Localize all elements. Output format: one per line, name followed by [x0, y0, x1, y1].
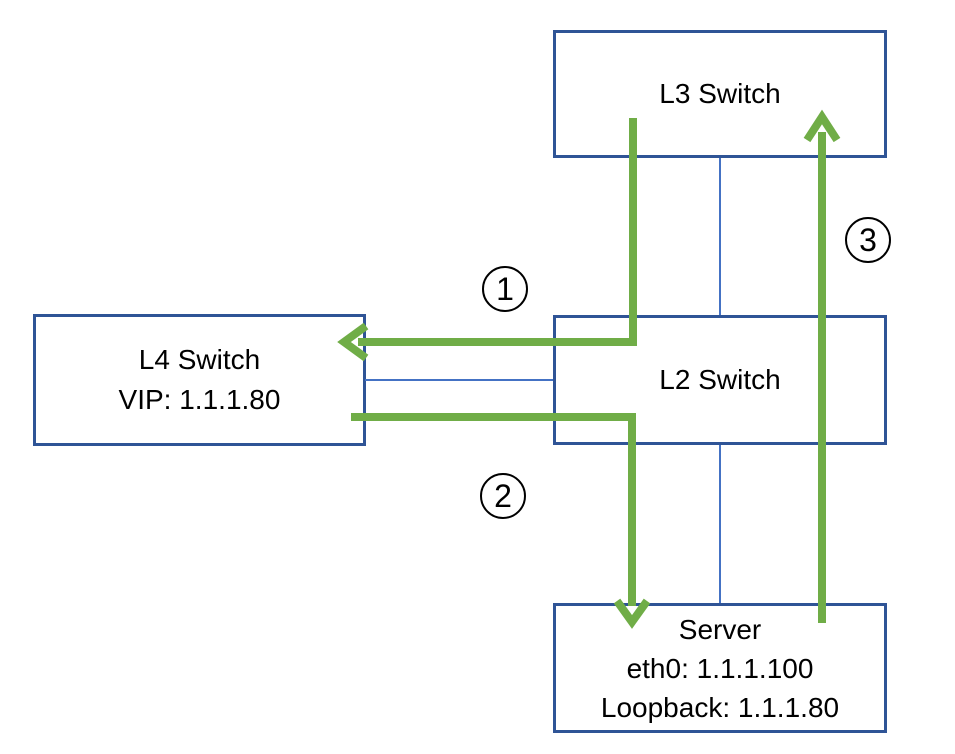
- node-server: Server eth0: 1.1.1.100 Loopback: 1.1.1.8…: [553, 603, 887, 733]
- node-l4-switch: L4 Switch VIP: 1.1.1.80: [33, 314, 366, 446]
- node-label: L4 Switch: [138, 344, 261, 375]
- node-label: Server: [678, 613, 762, 645]
- step-badge-1: 1: [482, 266, 528, 312]
- link-l3-to-l2: [719, 158, 721, 315]
- node-label: L2 Switch: [659, 364, 781, 395]
- node-l2-switch: L2 Switch: [553, 315, 887, 445]
- step-badge-label: 1: [496, 270, 514, 307]
- step-badge-3: 3: [845, 217, 891, 263]
- step-badge-label: 2: [494, 477, 512, 514]
- node-l3-switch: L3 Switch: [553, 30, 887, 158]
- link-l2-to-server: [719, 445, 721, 603]
- link-l4-to-l2: [365, 379, 553, 381]
- node-sublabel: VIP: 1.1.1.80: [118, 384, 281, 415]
- node-sublabel: eth0: 1.1.1.100: [626, 652, 814, 684]
- node-sublabel: Loopback: 1.1.1.80: [600, 691, 840, 723]
- step-badge-label: 3: [859, 221, 877, 258]
- step-badge-2: 2: [480, 473, 526, 519]
- node-label: L3 Switch: [659, 78, 781, 109]
